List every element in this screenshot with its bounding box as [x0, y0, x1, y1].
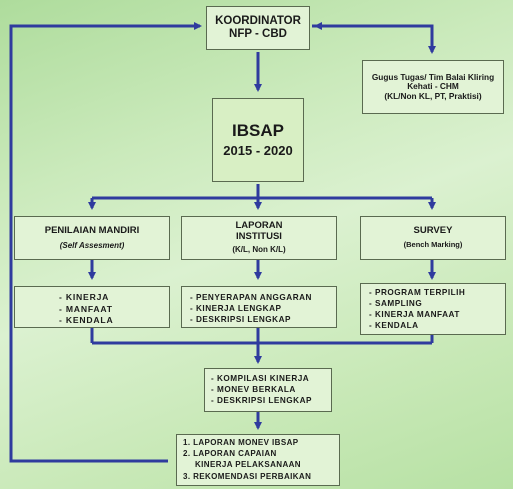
- ibsap-box: IBSAP 2015 - 2020: [212, 98, 304, 182]
- list-item: 1. LAPORAN MONEV IBSAP: [183, 438, 299, 447]
- list-item: - KINERJA LENGKAP: [190, 304, 282, 314]
- penilaian-title: PENILAIAN MANDIRI: [44, 224, 140, 236]
- laporan-institusi-box: LAPORAN INSTITUSI (K/L, Non K/L): [181, 216, 337, 260]
- survey-items-box: - PROGRAM TERPILIH - SAMPLING - KINERJA …: [360, 283, 506, 335]
- laporan-subtitle: INSTITUSI: [236, 231, 282, 243]
- list-item: - PROGRAM TERPILIH: [369, 288, 466, 297]
- list-item: KINERJA PELAKSANAAN: [195, 460, 301, 470]
- arrow-koordinator-gugus: [312, 24, 436, 54]
- list-item: - PENYERAPAN ANGGARAN: [190, 293, 312, 302]
- list-item: - KINERJA: [59, 292, 110, 302]
- list-item: - SAMPLING: [369, 299, 423, 309]
- survey-subtitle: (Bench Marking): [403, 240, 463, 250]
- gugus-tugas-box: Gugus Tugas/ Tim Balai Kliring Kehati - …: [362, 60, 504, 114]
- penilaian-mandiri-box: PENILAIAN MANDIRI (Self Assesment): [14, 216, 170, 260]
- laporan-scope: (K/L, Non K/L): [232, 245, 286, 255]
- koordinator-subtitle: NFP - CBD: [229, 28, 287, 40]
- ibsap-years: 2015 - 2020: [223, 142, 293, 158]
- gugus-line-2: Kehati - CHM: [407, 81, 459, 92]
- list-item: 3. REKOMENDASI PERBAIKAN: [183, 471, 312, 481]
- survey-title: SURVEY: [413, 225, 453, 237]
- list-item: 2. LAPORAN CAPAIAN: [183, 449, 277, 459]
- final-report-box: 1. LAPORAN MONEV IBSAP 2. LAPORAN CAPAIA…: [176, 434, 340, 486]
- survey-box: SURVEY (Bench Marking): [360, 216, 506, 260]
- koordinator-title: KOORDINATOR: [215, 14, 301, 27]
- list-item: - MANFAAT: [59, 303, 113, 314]
- list-item: - MONEV BERKALA: [211, 385, 296, 395]
- list-item: - DESKRIPSI LENGKAP: [190, 315, 291, 325]
- arrow-feedback-loop: [9, 22, 202, 463]
- list-item: - KENDALA: [369, 321, 419, 331]
- penilaian-items-box: - KINERJA - MANFAAT - KENDALA: [14, 286, 170, 328]
- kompilasi-box: - KOMPILASI KINERJA - MONEV BERKALA - DE…: [204, 368, 332, 412]
- ibsap-title: IBSAP: [232, 121, 284, 141]
- gugus-line-1: Gugus Tugas/ Tim Balai Kliring: [371, 71, 495, 82]
- laporan-title: LAPORAN: [235, 220, 283, 232]
- koordinator-box: KOORDINATOR NFP - CBD: [206, 6, 310, 50]
- list-item: - KENDALA: [59, 315, 114, 326]
- laporan-items-box: - PENYERAPAN ANGGARAN - KINERJA LENGKAP …: [181, 286, 337, 328]
- gugus-line-3: (KL/Non KL, PT, Praktisi): [384, 90, 482, 101]
- list-item: - KOMPILASI KINERJA: [211, 374, 310, 383]
- list-item: - KINERJA MANFAAT: [369, 310, 460, 320]
- list-item: - DESKRIPSI LENGKAP: [211, 396, 312, 406]
- penilaian-subtitle: (Self Assesment): [59, 240, 125, 250]
